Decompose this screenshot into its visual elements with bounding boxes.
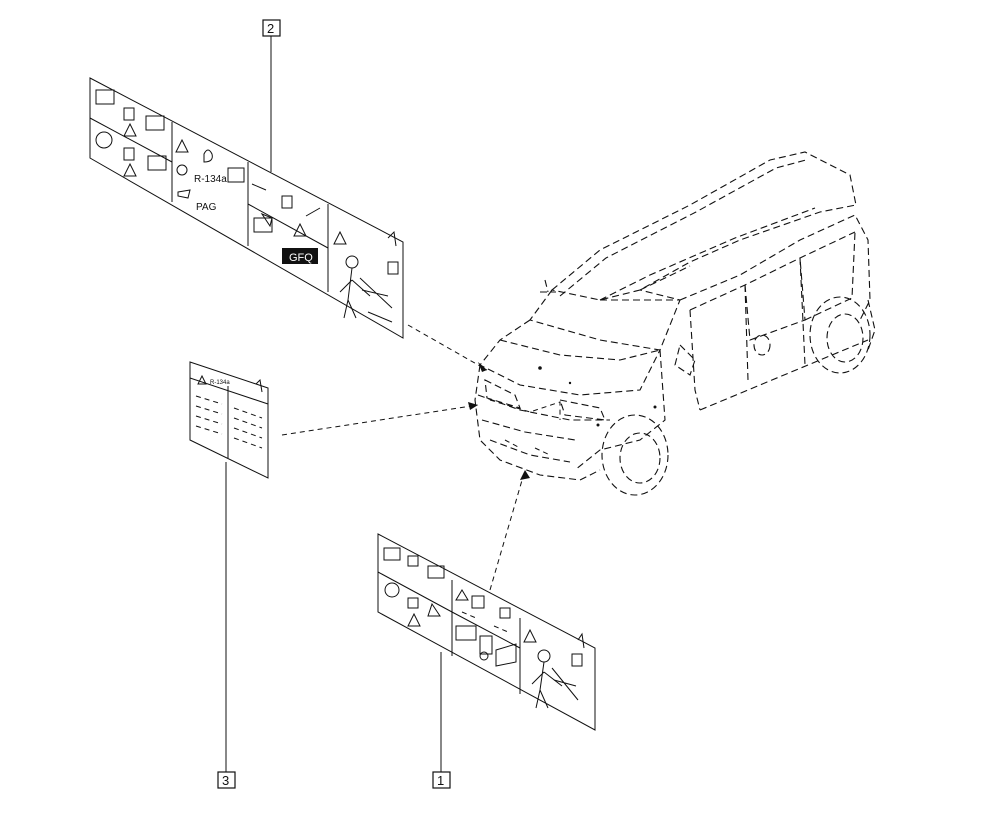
label3-refrigerant-text: R-134a — [210, 380, 230, 386]
callout-2: 2 — [262, 19, 281, 172]
label-3: R-134a — [189, 361, 269, 479]
callout-2-box — [262, 19, 281, 37]
callout-3-box — [217, 771, 236, 789]
callout-3-number: 3 — [222, 773, 229, 788]
label2-code-text: GFQ — [289, 252, 313, 264]
callout-3: 3 — [217, 462, 236, 789]
label2-refrigerant-text: R-134a — [194, 174, 227, 185]
label-1 — [377, 533, 596, 731]
label2-oil-text: PAG — [196, 202, 217, 213]
vehicle-outline — [474, 151, 876, 496]
callout-1-box — [432, 771, 451, 789]
callout-1-number: 1 — [437, 773, 444, 788]
label-2: R-134a PAG GFQ — [89, 77, 404, 339]
callout-2-number: 2 — [267, 21, 274, 36]
callout-1: 1 — [432, 652, 451, 789]
leader-lines — [281, 324, 530, 591]
